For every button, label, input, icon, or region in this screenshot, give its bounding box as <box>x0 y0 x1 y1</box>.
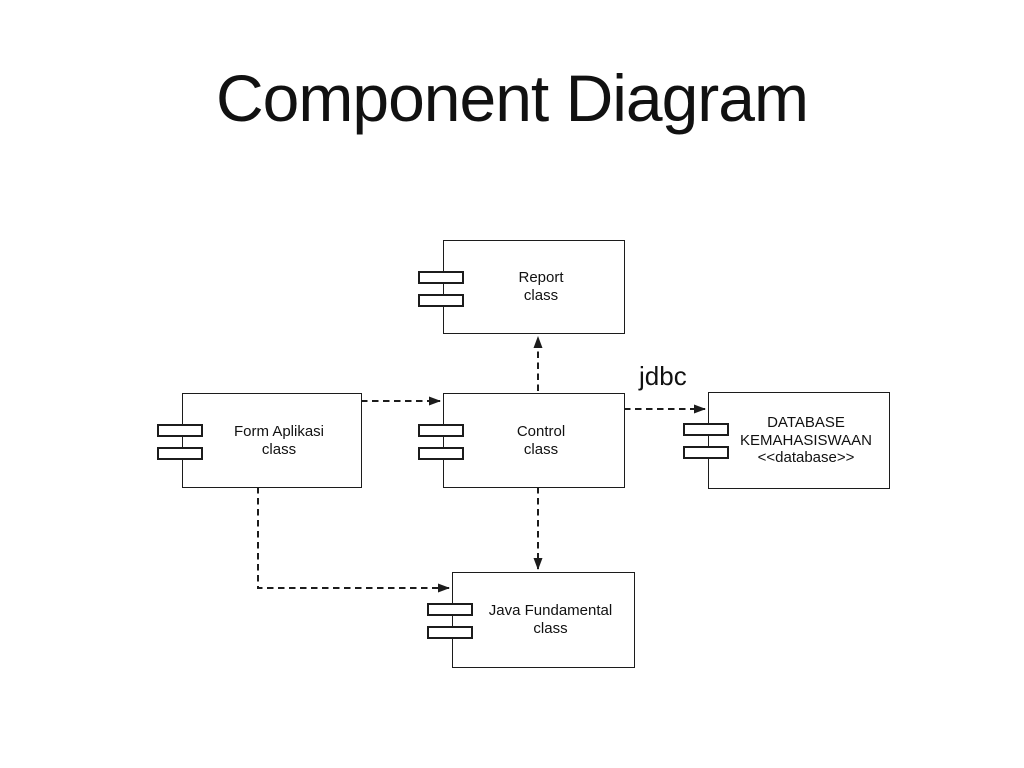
component-tab-icon <box>157 424 203 437</box>
component-tab-icon <box>418 447 464 460</box>
component-tab-icon <box>683 423 729 436</box>
component-label: DATABASE KEMAHASISWAAN <<database>> <box>740 413 872 467</box>
component-tab-icon <box>683 446 729 459</box>
component-tab-icon <box>418 271 464 284</box>
edge-label-jdbc: jdbc <box>639 361 687 391</box>
component-tab-icon <box>418 294 464 307</box>
component-label: Control class <box>516 422 566 458</box>
component-control: Control class <box>418 393 625 488</box>
component-label: Java Fundamental class <box>488 602 613 637</box>
component-label: Form Aplikasi class <box>233 422 325 458</box>
connector-form-to-java <box>257 487 450 593</box>
component-tab-icon <box>157 447 203 460</box>
component-java-fundamental: Java Fundamental class <box>427 572 635 668</box>
component-report: Report class <box>418 240 625 334</box>
page-title: Component Diagram <box>216 61 809 135</box>
component-tab-icon <box>427 626 473 639</box>
component-form-aplikasi: Form Aplikasi class <box>157 393 362 488</box>
component-label: Report class <box>518 269 564 304</box>
component-tab-icon <box>427 603 473 616</box>
component-database-kemahasiswaan: DATABASE KEMAHASISWAAN <<database>> <box>683 392 890 489</box>
component-tab-icon <box>418 424 464 437</box>
